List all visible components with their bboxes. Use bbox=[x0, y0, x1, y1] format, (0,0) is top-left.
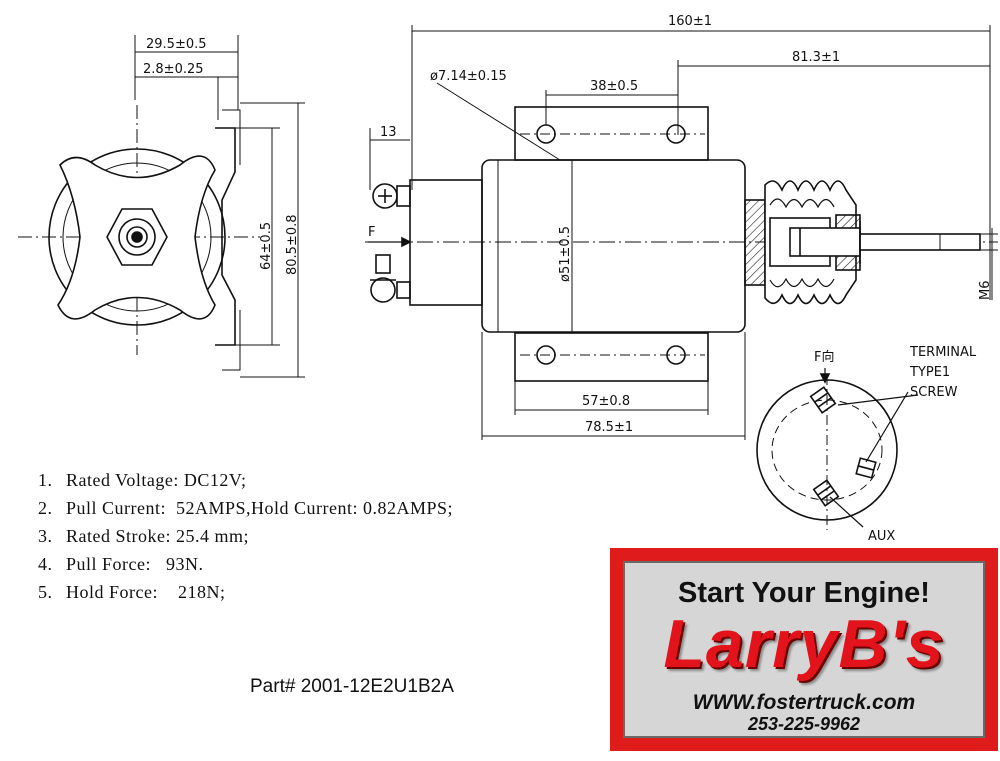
dim-thread: M6 bbox=[978, 281, 993, 301]
logo-phone: 253-225-9962 bbox=[747, 714, 861, 734]
dim-hole-diameter: ø7.14±0.15 bbox=[430, 69, 507, 84]
terminal-screw-label: SCREW bbox=[910, 385, 958, 400]
dim-base-length: 57±0.8 bbox=[582, 394, 630, 409]
spec-line-3: 3.Rated Stroke: 25.4 mm; bbox=[38, 526, 249, 546]
spec-line-2: 2.Pull Current: 52AMPS,Hold Current: 0.8… bbox=[38, 498, 454, 518]
dim-overall-length: 160±1 bbox=[668, 14, 712, 29]
side-view bbox=[18, 35, 305, 378]
dim-body-length: 78.5±1 bbox=[585, 420, 633, 435]
spec-line-5: 5.Hold Force: 218N; bbox=[38, 582, 226, 602]
logo-panel: Start Your Engine! LarryB's WWW.fostertr… bbox=[623, 561, 985, 738]
terminal-label: TERMINAL bbox=[909, 345, 977, 360]
larryb-logo: Start Your Engine! LarryB's WWW.fostertr… bbox=[610, 548, 998, 751]
dim-side-thickness: 2.8±0.25 bbox=[143, 62, 204, 77]
spec-line-4: 4.Pull Force: 93N. bbox=[38, 554, 204, 574]
force-direction-cn-label: F向 bbox=[814, 349, 834, 365]
dim-terminal-offset: 13 bbox=[380, 125, 397, 140]
terminal-type1-label: TYPE1 bbox=[909, 365, 950, 380]
logo-brand: LarryB's bbox=[663, 606, 945, 682]
force-direction-label: F bbox=[368, 225, 375, 240]
spec-line-1: 1.Rated Voltage: DC12V; bbox=[38, 470, 247, 490]
dim-shaft-extension: 81.3±1 bbox=[792, 50, 840, 65]
terminal-detail-view bbox=[756, 368, 919, 530]
logo-headline: Start Your Engine! bbox=[678, 577, 930, 609]
logo-website: WWW.fostertruck.com bbox=[692, 691, 916, 714]
dim-side-height-inner: 64±0.5 bbox=[259, 222, 274, 270]
part-number: Part# 2001-12E2U1B2A bbox=[250, 676, 454, 697]
front-view bbox=[365, 25, 998, 440]
dim-body-diameter: ø51±0.5 bbox=[558, 226, 573, 282]
terminal-aux-label: AUX bbox=[868, 529, 895, 544]
dim-side-height-outer: 80.5±0.8 bbox=[285, 214, 300, 275]
dim-hole-spacing: 38±0.5 bbox=[590, 79, 638, 94]
dim-side-width: 29.5±0.5 bbox=[146, 37, 207, 52]
